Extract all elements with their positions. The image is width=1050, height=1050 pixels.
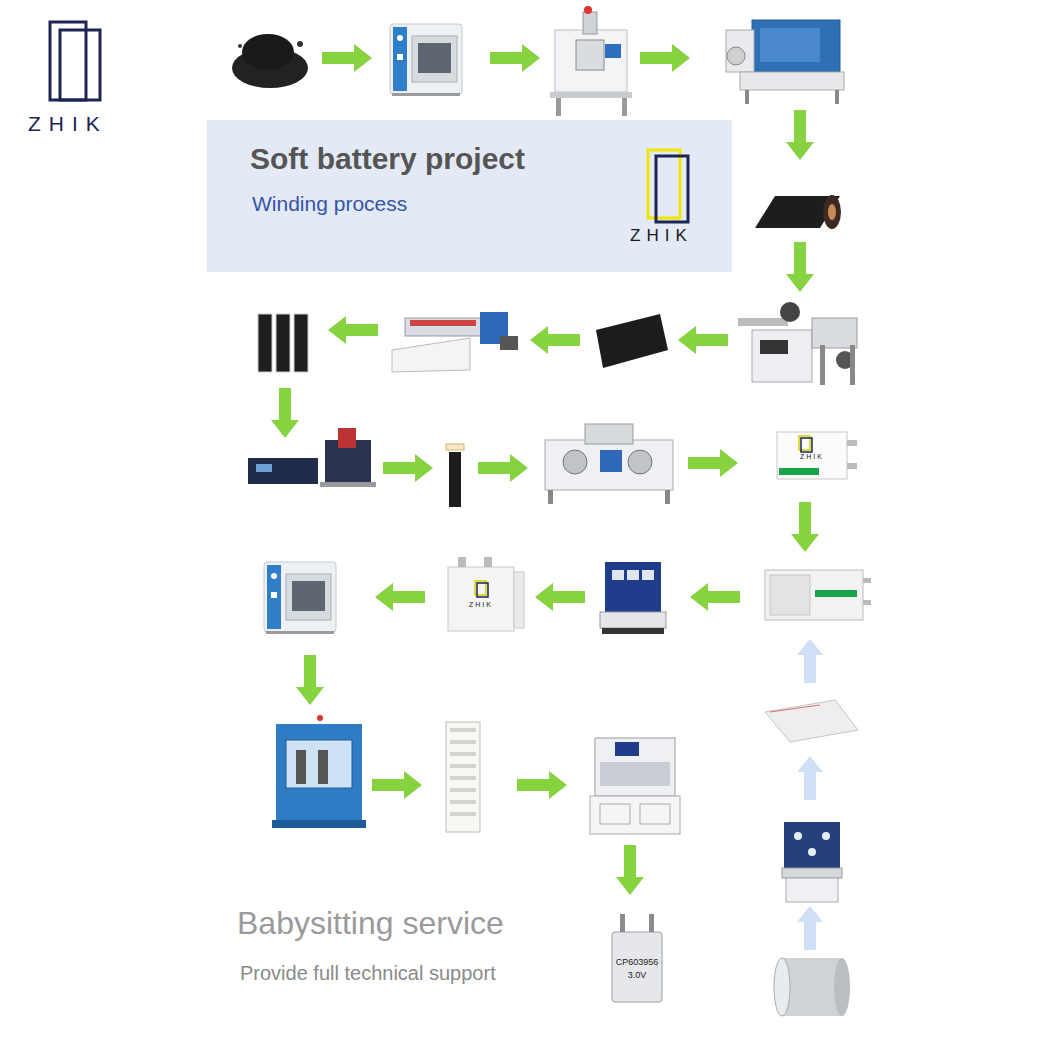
roller-press [392, 312, 518, 372]
glove-box-filler [272, 715, 366, 828]
material-arrow [797, 639, 823, 950]
powder [232, 34, 308, 88]
film-roll [774, 958, 850, 1016]
degassing-machine [590, 738, 680, 834]
slitter [738, 302, 857, 385]
pouch-cell-wound [777, 432, 857, 479]
band-subtitle: Winding process [252, 192, 407, 216]
vacuum-oven [264, 562, 336, 634]
title-band [207, 120, 732, 272]
cell-marking: CP603956 [616, 956, 659, 969]
panel-logo [648, 150, 688, 222]
ultrasonic-welder [248, 428, 376, 487]
forming-machine [782, 822, 842, 902]
coater [726, 20, 844, 104]
band-title: Soft battery project [250, 142, 525, 176]
mixer [550, 6, 632, 116]
battery-cell: CP6039563.0V [612, 932, 662, 1002]
finished-cell [612, 914, 662, 1002]
electrode-sheet [596, 314, 668, 368]
sealing-machine [600, 562, 666, 634]
cell-marking: 3.0V [628, 969, 647, 982]
pouch-case [765, 570, 871, 620]
pouch-cell: ZHIK [777, 432, 847, 479]
aging-rack [446, 722, 480, 832]
title-band: Soft battery projectWinding processZHIK [207, 120, 732, 272]
electrode-strips [258, 314, 308, 372]
cell-marking: ZHIK [469, 600, 493, 610]
service-note: Provide full technical support [240, 962, 496, 985]
pouch-cell-sealed [448, 557, 524, 631]
tab-strip [446, 444, 464, 507]
electrode-roll [755, 195, 841, 229]
service-heading: Babysitting service [237, 905, 504, 942]
formed-film [765, 700, 858, 742]
logo-text: ZHIK [630, 226, 693, 246]
winding-machine [545, 424, 673, 504]
oven [390, 24, 462, 96]
logo-mark [50, 22, 100, 100]
logo-text: ZHIK [28, 112, 108, 136]
cell-marking: ZHIK [800, 452, 824, 462]
pouch-cell: ZHIK [448, 567, 514, 631]
